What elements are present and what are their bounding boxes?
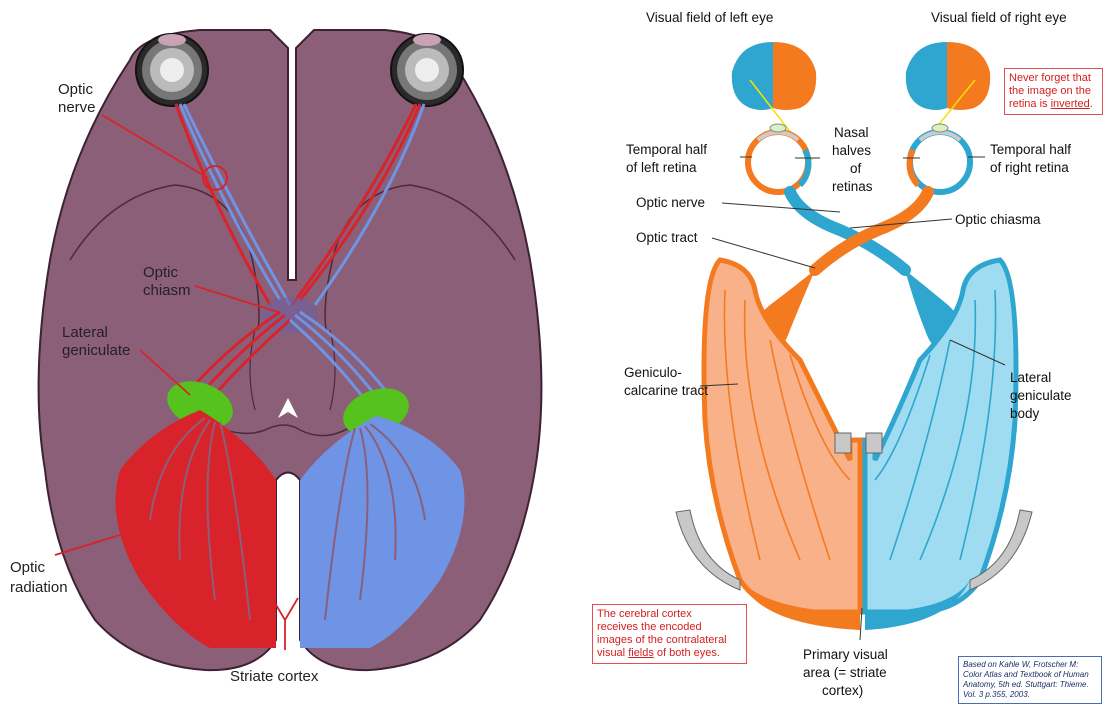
right-optic-nerves: [790, 192, 928, 270]
note-bottom-line4-post: of both eyes.: [654, 647, 720, 659]
label-temporal-left-line2: of left retina: [626, 160, 697, 175]
citation-box: Based on Kahle W, Frotscher M: Color Atl…: [958, 656, 1102, 704]
left-eyeball: [136, 34, 208, 106]
note-bottom-line2: receives the encoded: [597, 621, 742, 634]
label-visual-field-left-eye: Visual field of left eye: [646, 10, 773, 25]
right-cortex-tip: [866, 433, 882, 453]
label-nasal-line2: halves: [832, 143, 871, 158]
right-eyeball: [391, 34, 463, 106]
label-nasal-line1: Nasal: [834, 125, 869, 140]
label-lateral-geniculate-line2: geniculate: [62, 342, 130, 359]
label-lateral-geniculate-line2: geniculate: [1010, 388, 1072, 403]
label-geniculo-line2: calcarine tract: [624, 383, 708, 398]
left-cortex-tip: [835, 433, 851, 453]
note-inverted-image: Never forget that the image on the retin…: [1004, 68, 1103, 115]
citation-line1: Based on Kahle W, Frotscher M:: [963, 660, 1097, 670]
note-top-line2: the image on the: [1009, 85, 1098, 98]
label-optic-chiasm-line2: chiasm: [143, 282, 191, 299]
note-top-line1: Never forget that: [1009, 72, 1098, 85]
note-top-line3-underlined: inverted: [1051, 98, 1090, 110]
label-lateral-geniculate-line3: body: [1010, 406, 1040, 421]
label-geniculo-line1: Geniculo-: [624, 365, 682, 380]
label-primary-visual-line2: area (= striate: [803, 665, 887, 680]
label-primary-visual-line3: cortex): [822, 683, 863, 698]
orange-visual-pathway: [676, 260, 860, 630]
note-top-line3-pre: retina is: [1009, 98, 1051, 110]
left-visual-field: [732, 42, 816, 110]
label-optic-nerve: Optic nerve: [636, 195, 705, 210]
label-temporal-right-line2: of right retina: [990, 160, 1069, 175]
note-bottom-line4-underlined: fields: [628, 647, 654, 659]
label-optic-chiasm-line1: Optic: [143, 264, 179, 281]
note-bottom-line1: The cerebral cortex: [597, 608, 742, 621]
label-visual-field-right-eye: Visual field of right eye: [931, 10, 1067, 25]
note-top-line3-post: .: [1090, 98, 1093, 110]
right-visual-field: [906, 42, 990, 110]
label-lateral-geniculate-line1: Lateral: [62, 324, 108, 341]
note-bottom-line3: images of the contralateral: [597, 634, 742, 647]
label-temporal-right-line1: Temporal half: [990, 142, 1071, 157]
label-primary-visual-line1: Primary visual: [803, 647, 888, 662]
citation-line4: Vol. 3 p.355, 2003.: [963, 690, 1097, 700]
left-brain-diagram: Optic nerve Optic chiasm Lateral genicul…: [10, 30, 541, 685]
label-striate-cortex: Striate cortex: [230, 668, 319, 685]
label-nasal-line3: of: [850, 161, 862, 176]
note-bottom-line4: visual fields of both eyes.: [597, 647, 742, 660]
blue-visual-pathway: [865, 260, 1032, 630]
label-optic-nerve-line1: Optic: [58, 81, 94, 98]
citation-line2: Color Atlas and Textbook of Human: [963, 670, 1097, 680]
label-optic-nerve-line2: nerve: [58, 99, 96, 116]
citation-line3: Anatomy, 5th ed. Stuttgart: Thieme.: [963, 680, 1097, 690]
label-optic-chiasma: Optic chiasma: [955, 212, 1041, 227]
label-temporal-left-line1: Temporal half: [626, 142, 707, 157]
label-optic-radiation-line1: Optic: [10, 559, 46, 576]
note-top-line3: retina is inverted.: [1009, 98, 1098, 111]
label-optic-radiation-line2: radiation: [10, 579, 68, 596]
label-optic-tract: Optic tract: [636, 230, 698, 245]
label-nasal-line4: retinas: [832, 179, 873, 194]
note-bottom-line4-pre: visual: [597, 647, 628, 659]
note-contralateral-fields: The cerebral cortex receives the encoded…: [592, 604, 747, 664]
label-lateral-geniculate-line1: Lateral: [1010, 370, 1051, 385]
